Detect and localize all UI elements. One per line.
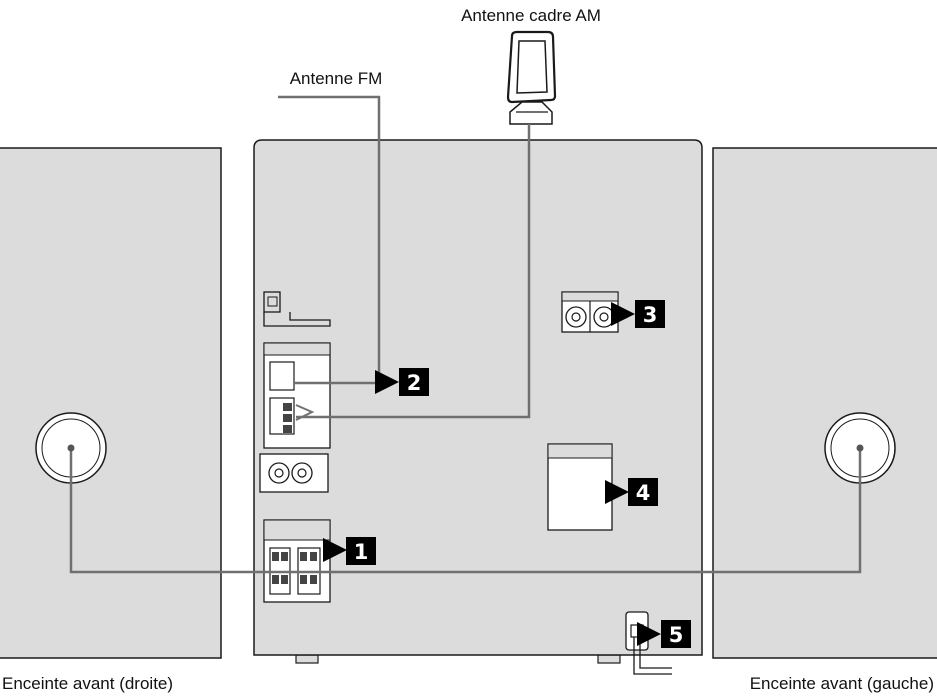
fm-antenna-wire xyxy=(278,95,381,385)
callout-number-4: 4 xyxy=(636,481,651,505)
front-speaker-left xyxy=(712,147,937,659)
ventilation-panel xyxy=(547,443,613,531)
callout-4: 4 xyxy=(605,478,658,506)
speaker-terminal-block xyxy=(263,519,331,603)
am-antenna-wire xyxy=(296,124,531,419)
main-unit-rear-panel xyxy=(253,139,703,675)
callout-number-3: 3 xyxy=(643,303,658,327)
callout-2: 2 xyxy=(375,368,429,396)
antenna-terminal-block xyxy=(263,342,331,449)
callout-1: 1 xyxy=(323,537,376,565)
speaker-left-label: Enceinte avant (gauche) xyxy=(750,674,934,693)
audio-jacks-left-pair xyxy=(259,453,329,493)
fm-antenna-jack xyxy=(269,361,295,391)
callout-number-2: 2 xyxy=(407,371,422,395)
front-speaker-right xyxy=(0,147,222,659)
callout-5: 5 xyxy=(637,620,691,648)
speaker-right-label: Enceinte avant (droite) xyxy=(2,674,173,693)
callout-number-5: 5 xyxy=(669,623,684,647)
callout-3: 3 xyxy=(611,300,665,328)
am-antenna-label: Antenne cadre AM xyxy=(461,6,601,25)
voltage-selector-plate xyxy=(263,291,331,327)
fm-antenna-label: Antenne FM xyxy=(290,69,383,88)
speaker-wire xyxy=(69,448,862,574)
callout-number-1: 1 xyxy=(354,540,369,564)
audio-jacks-right-pair xyxy=(561,291,619,333)
wires xyxy=(69,95,862,574)
am-loop-antenna xyxy=(506,30,557,125)
